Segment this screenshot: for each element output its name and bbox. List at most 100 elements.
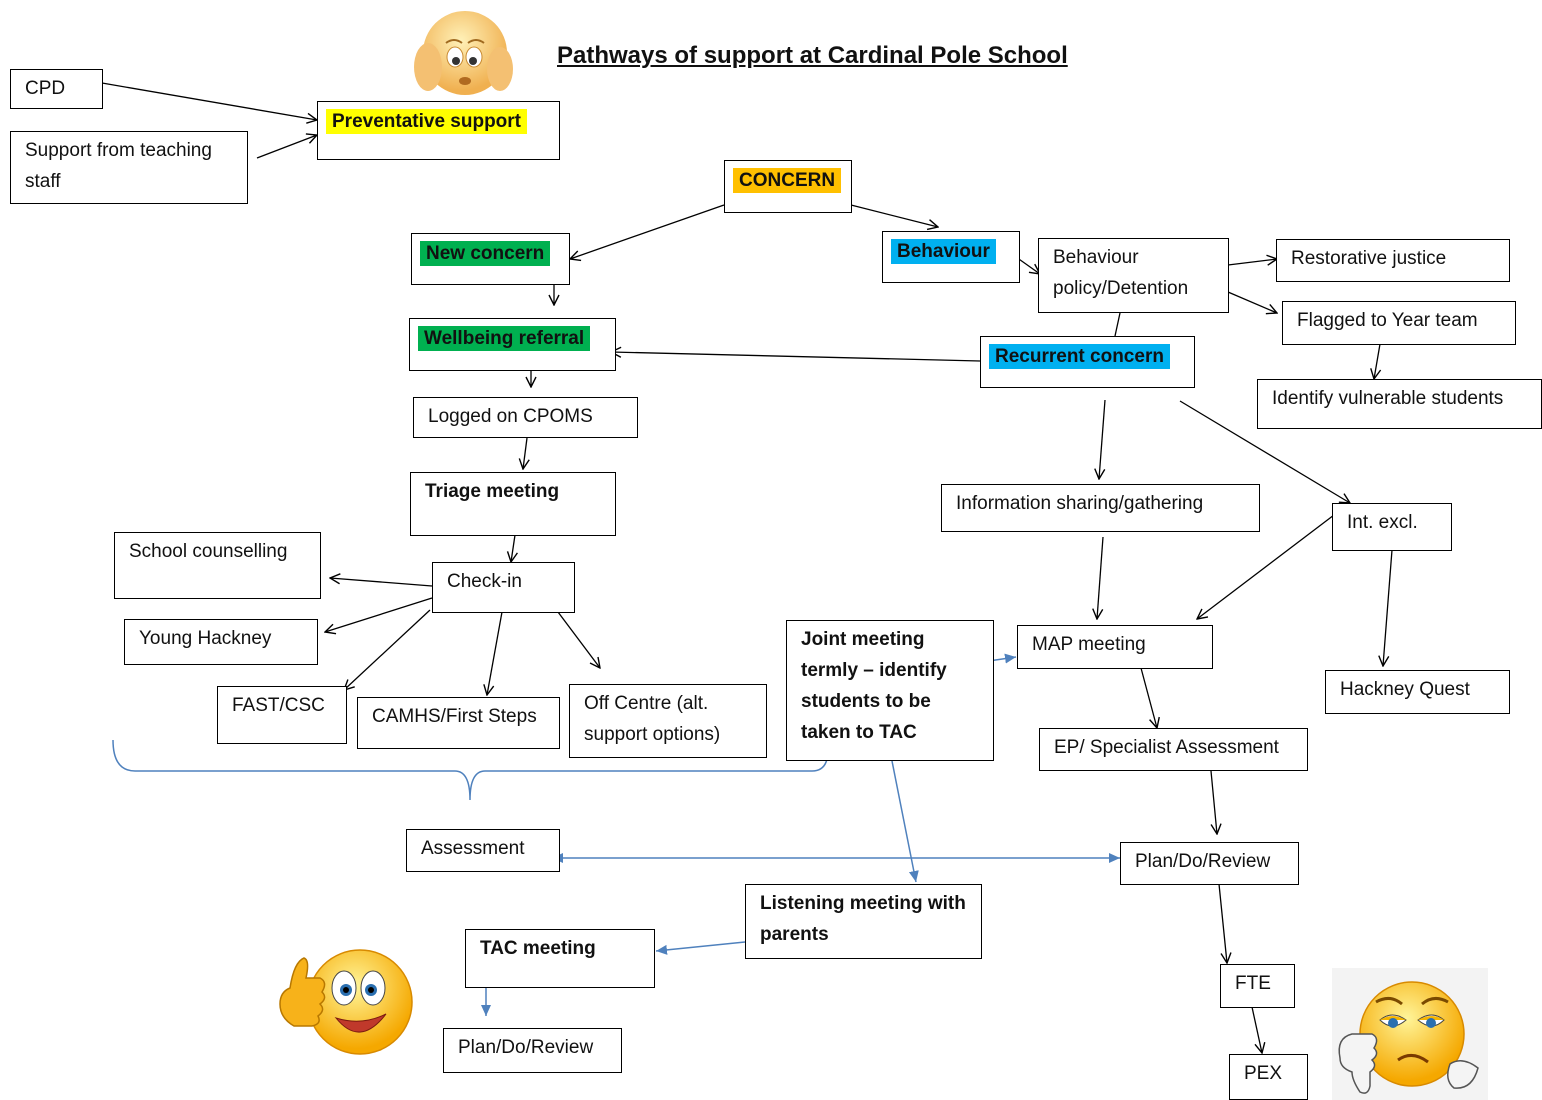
node-teaching-support-label: Support from teaching staff: [25, 140, 212, 192]
arrow-concern-to-behaviour: [850, 204, 938, 227]
arrow-checkin-to-fast: [344, 609, 431, 690]
node-behaviour: Behaviour: [882, 231, 1020, 283]
node-plan-do-review-left: Plan/Do/Review: [443, 1028, 622, 1073]
node-restorative-justice-label: Restorative justice: [1291, 248, 1447, 269]
node-plan-do-review-right: Plan/Do/Review: [1120, 842, 1299, 885]
node-fast-csc: FAST/CSC: [217, 686, 347, 744]
node-off-centre-label: Off Centre (alt. support options): [584, 693, 721, 745]
worried-face-emoji-icon: [414, 11, 513, 95]
node-assessment-label: Assessment: [421, 838, 525, 859]
arrow-recurrent-to-info: [1099, 399, 1106, 479]
arrow-listening-to-tac: [655, 941, 746, 955]
node-ep-specialist-assessment: EP/ Specialist Assessment: [1039, 728, 1308, 771]
arrow-policy-to-restorative: [1227, 259, 1277, 265]
node-listening-meeting-label: Listening meeting with parents: [760, 893, 966, 945]
node-fte-label: FTE: [1235, 973, 1271, 994]
node-recurrent-concern: Recurrent concern: [980, 336, 1195, 388]
node-tac-meeting-label: TAC meeting: [480, 938, 596, 959]
arrow-policy-to-flagged: [1227, 291, 1277, 313]
arrow-recurrent-to-int-excl: [1179, 400, 1350, 503]
node-identify-vulnerable: Identify vulnerable students: [1257, 379, 1542, 429]
node-young-hackney-label: Young Hackney: [139, 628, 272, 649]
node-check-in: Check-in: [432, 562, 575, 613]
node-hackney-quest: Hackney Quest: [1325, 670, 1510, 714]
arrow-checkin-to-counselling: [330, 578, 433, 587]
node-preventative-support: Preventative support: [317, 101, 560, 160]
node-new-concern: New concern: [411, 233, 570, 285]
node-wellbeing-referral: Wellbeing referral: [409, 318, 616, 371]
thumbs-up-face-emoji-icon: [279, 949, 413, 1055]
node-tac-meeting: TAC meeting: [465, 929, 655, 988]
node-joint-meeting: Joint meeting termly – identify students…: [786, 620, 994, 761]
node-logged-cpoms-label: Logged on CPOMS: [428, 406, 593, 427]
node-concern: CONCERN: [724, 160, 852, 213]
node-logged-cpoms: Logged on CPOMS: [413, 397, 638, 438]
arrow-teaching-to-preventative: [256, 135, 317, 159]
diagram-title: Pathways of support at Cardinal Pole Sch…: [557, 42, 1068, 69]
node-map-meeting: MAP meeting: [1017, 625, 1213, 669]
node-pex-label: PEX: [1244, 1063, 1283, 1084]
node-behaviour-policy-label: Behaviour policy/Detention: [1053, 247, 1189, 299]
node-flagged-year-team-label: Flagged to Year team: [1297, 310, 1478, 331]
arrow-info-to-map: [1097, 536, 1104, 619]
node-camhs-label: CAMHS/First Steps: [372, 706, 537, 727]
node-ep-specialist-assessment-label: EP/ Specialist Assessment: [1054, 737, 1279, 758]
node-wellbeing-referral-label: Wellbeing referral: [418, 326, 591, 351]
node-young-hackney: Young Hackney: [124, 619, 318, 665]
node-preventative-support-label: Preventative support: [326, 109, 527, 134]
arrow-fte-to-pex: [1251, 1006, 1262, 1053]
node-school-counselling: School counselling: [114, 532, 321, 599]
arrow-cpd-to-preventative: [101, 82, 317, 120]
node-fast-csc-label: FAST/CSC: [232, 695, 325, 716]
node-assessment: Assessment: [406, 829, 560, 872]
arrow-checkin-to-young-hackney: [325, 597, 433, 632]
node-flagged-year-team: Flagged to Year team: [1282, 301, 1516, 345]
arrow-recurrent-to-wellbeing: [611, 352, 981, 362]
arrow-int-excl-to-map: [1197, 514, 1335, 619]
node-teaching-support: Support from teaching staff: [10, 131, 248, 204]
node-off-centre: Off Centre (alt. support options): [569, 684, 767, 758]
bracket-support-options: [112, 739, 829, 801]
node-plan-do-review-left-label: Plan/Do/Review: [458, 1037, 594, 1058]
arrow-flagged-to-identify: [1374, 343, 1380, 379]
node-map-meeting-label: MAP meeting: [1032, 634, 1146, 655]
arrow-int-excl-to-hackney-quest: [1383, 549, 1393, 666]
node-pex: PEX: [1229, 1054, 1308, 1100]
arrow-cpoms-to-triage: [523, 437, 527, 469]
node-information-sharing-label: Information sharing/gathering: [956, 493, 1204, 514]
arrow-plan-to-fte: [1218, 883, 1227, 963]
node-concern-label: CONCERN: [733, 168, 842, 193]
node-triage-meeting: Triage meeting: [410, 472, 616, 536]
node-triage-meeting-label: Triage meeting: [425, 481, 560, 502]
node-behaviour-policy: Behaviour policy/Detention: [1038, 238, 1229, 313]
node-behaviour-label: Behaviour: [891, 239, 996, 264]
node-cpd-label: CPD: [25, 78, 66, 99]
node-identify-vulnerable-label: Identify vulnerable students: [1272, 388, 1504, 409]
node-recurrent-concern-label: Recurrent concern: [989, 344, 1170, 369]
arrow-map-to-ep: [1140, 667, 1157, 728]
node-plan-do-review-right-label: Plan/Do/Review: [1135, 851, 1271, 872]
arrow-ep-to-plan: [1210, 770, 1217, 834]
thumbs-down-face-emoji-icon: [1332, 968, 1488, 1100]
node-int-excl-label: Int. excl.: [1347, 512, 1418, 533]
node-cpd: CPD: [10, 69, 103, 109]
arrow-concern-to-new-concern: [570, 204, 725, 259]
node-fte: FTE: [1220, 964, 1295, 1008]
node-check-in-label: Check-in: [447, 571, 522, 592]
node-school-counselling-label: School counselling: [129, 541, 288, 562]
arrow-behaviour-to-policy: [1015, 256, 1040, 274]
node-camhs: CAMHS/First Steps: [357, 697, 560, 749]
node-int-excl: Int. excl.: [1332, 503, 1452, 551]
node-restorative-justice: Restorative justice: [1276, 239, 1510, 282]
arrow-joint-to-listening: [891, 760, 919, 883]
node-listening-meeting: Listening meeting with parents: [745, 884, 982, 959]
node-joint-meeting-label: Joint meeting termly – identify students…: [801, 629, 947, 743]
node-information-sharing: Information sharing/gathering: [941, 484, 1260, 532]
arrow-triage-to-checkin: [511, 534, 515, 562]
node-new-concern-label: New concern: [420, 241, 551, 266]
arrow-checkin-to-off-centre: [557, 611, 600, 668]
arrow-checkin-to-camhs: [487, 611, 503, 695]
node-hackney-quest-label: Hackney Quest: [1340, 679, 1470, 700]
line-policy-to-recurrent: [1114, 312, 1121, 337]
